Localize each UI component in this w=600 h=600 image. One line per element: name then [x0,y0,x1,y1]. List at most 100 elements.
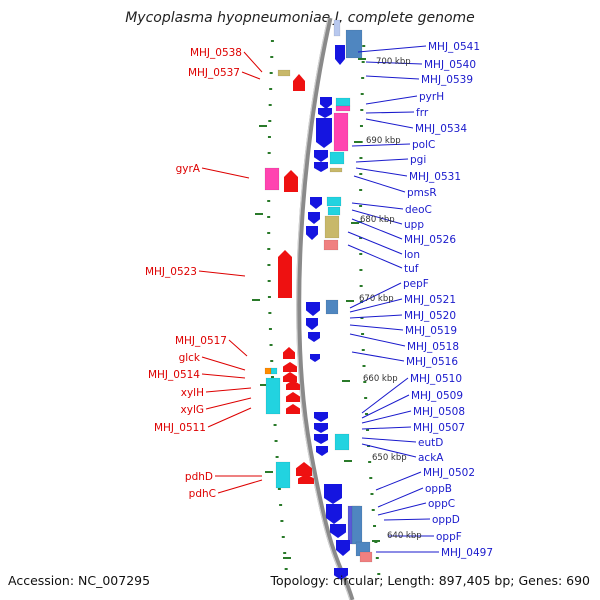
kbp-tick-label: 690 kbp [366,136,401,146]
gene-label-right: MHJ_0509 [411,390,463,402]
tick-dot [283,552,287,554]
tick-dot [362,45,366,47]
leader-line [361,437,417,443]
tick-dot [359,285,363,287]
label-leaders [198,45,439,553]
gene-label-right: oppD [432,514,460,526]
tick-dot [359,157,363,159]
kbp-tick-label: 640 kbp [387,531,422,541]
tick-dot [280,520,284,522]
tick-dot [267,216,271,218]
tick-dot [268,328,272,330]
map-title: Mycoplasma hyopneumoniae J, complete gen… [125,10,475,26]
kbp-tick-label: 680 kbp [360,215,395,225]
gene-arrow-down [306,318,318,330]
tick-dot [267,296,271,298]
leader-line [383,518,431,521]
gene-arrow-down [306,226,318,240]
leader-line [349,333,406,347]
tick-dot [267,280,271,282]
gene-box [264,167,280,191]
gene-label-right: MHJ_0516 [406,356,458,368]
gene-box [333,112,349,152]
leader-line [349,298,403,313]
leader-line [361,394,410,419]
tick-dot [369,477,373,479]
leader-line [377,502,427,516]
tick-dot [267,264,271,266]
gene-label-right: MHJ_0521 [404,294,456,306]
leader-line [355,167,408,177]
major-tick [354,141,362,143]
gene-label-right: MHJ_0531 [409,171,461,183]
tick-dot [364,397,368,399]
tick-dot [273,424,277,426]
gene-arrow-down [330,524,346,538]
tick-dot [270,376,274,378]
gene-arrow-down [320,97,332,109]
gene-label-right: MHJ_0510 [410,373,462,385]
tick-dot [360,109,364,111]
gene-label-left: MHJ_0514 [148,369,200,381]
gene-label-left: MHJ_0537 [188,67,240,79]
leader-line [201,167,250,179]
gene-label-left: MHJ_0517 [175,335,227,347]
tick-dot [361,333,365,335]
gene-label-right: pmsR [407,187,437,199]
gene-label-right: frr [416,107,429,119]
leader-line [361,377,409,414]
gene-label-right: oppF [436,531,462,543]
leader-line [375,471,422,491]
tick-dot [277,488,281,490]
gene-box [329,151,345,165]
gene-label-right: oppB [425,483,452,495]
gene-label-right: pepF [403,278,429,290]
gene-arrow-up [286,380,300,390]
leader-line [217,479,263,494]
gene-arrow-down [335,45,345,65]
gene-arrow-down [306,302,320,316]
major-tick [358,58,366,60]
major-tick [342,380,350,382]
gene-box [335,105,351,112]
tick-dot [370,493,374,495]
tick-dot [268,120,272,122]
gene-arrow-down [308,212,320,224]
major-tick [260,384,268,386]
leader-line [351,209,403,225]
leader-line [228,339,248,357]
gene-arrow-up [278,250,292,298]
gene-box [335,97,351,107]
tick-dot [360,317,364,319]
gene-box [265,377,281,415]
gene-box [327,206,341,216]
leader-line [347,231,403,255]
tick-dot [279,504,283,506]
leader-line [347,244,403,269]
tick-dot [371,509,375,511]
leader-line [349,282,402,309]
gene-label-right: upp [404,219,424,231]
tick-dot [359,269,363,271]
gene-box [334,433,350,451]
leader-line [349,314,403,319]
leader-line [198,270,246,277]
gene-box [264,367,272,375]
gene-box [277,69,291,77]
kbp-tick-label: 660 kbp [363,374,398,384]
leader-line [351,218,403,240]
gene-label-right: pyrH [419,91,444,103]
gene-box [325,299,339,315]
leader-line [361,426,412,430]
leader-line [201,373,246,379]
major-tick [372,540,380,542]
gene-arrow-down [314,434,328,444]
gene-label-left: pdhD [185,471,213,483]
gene-label-right: MHJ_0519 [405,325,457,337]
leader-line [349,324,404,331]
kbp-tick-label: 650 kbp [372,453,407,463]
gene-arrow-down [334,568,348,580]
gene-box [333,19,341,37]
leader-line [241,71,261,80]
